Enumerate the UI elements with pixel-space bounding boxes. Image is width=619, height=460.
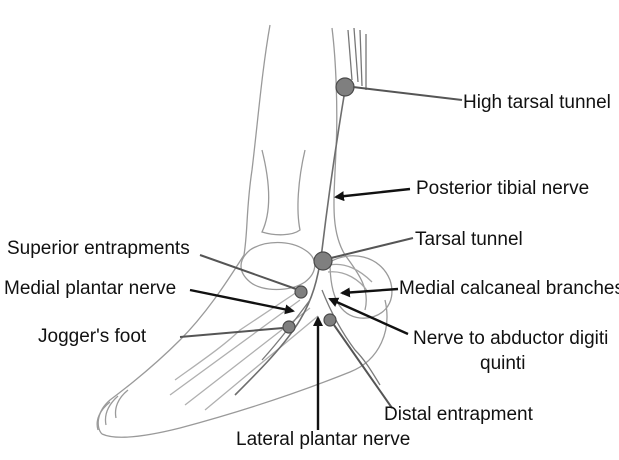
tibia-outline	[262, 150, 305, 235]
foot-sole	[102, 300, 387, 437]
calcaneus-outline	[330, 256, 392, 318]
leader-tarsal-tunnel	[331, 238, 413, 258]
arrows	[190, 189, 410, 430]
labels: High tarsal tunnel Posterior tibial nerv…	[4, 92, 619, 450]
label-high-tarsal-tunnel: High tarsal tunnel	[463, 92, 611, 113]
leader-superior-entrapments	[200, 255, 296, 289]
marker-high-tarsal-tunnel	[336, 78, 354, 96]
marker-jogger-foot	[283, 321, 295, 333]
nerve-branch-lateral	[322, 290, 380, 385]
arrow-medial-calcaneal-branches	[342, 289, 398, 293]
label-nerve-to-abductor-line1: Nerve to abductor digiti	[413, 328, 608, 349]
leader-high-tarsal-tunnel	[353, 87, 462, 100]
arrow-posterior-tibial-nerve	[336, 189, 410, 197]
label-medial-calcaneal-branches: Medial calcaneal branches	[399, 278, 619, 299]
marker-superior-entrapments	[295, 286, 307, 298]
label-lateral-plantar-nerve: Lateral plantar nerve	[236, 429, 410, 450]
toes	[97, 390, 128, 430]
label-posterior-tibial-nerve: Posterior tibial nerve	[416, 178, 589, 199]
marker-distal-entrapment	[324, 314, 336, 326]
label-nerve-to-abductor-line2: quinti	[480, 353, 525, 374]
heel-fibers	[328, 264, 372, 292]
marker-tarsal-tunnel	[314, 252, 332, 270]
label-superior-entrapments: Superior entrapments	[7, 238, 190, 259]
arrow-nerve-to-abductor	[330, 299, 408, 334]
nerve-bundle	[235, 90, 345, 395]
label-distal-entrapment: Distal entrapment	[384, 404, 534, 425]
label-tarsal-tunnel: Tarsal tunnel	[415, 229, 523, 250]
label-medial-plantar-nerve: Medial plantar nerve	[4, 278, 176, 299]
label-jogger-foot: Jogger's foot	[38, 326, 147, 347]
leader-jogger-foot	[180, 328, 283, 337]
arrow-medial-plantar-nerve	[190, 290, 293, 311]
